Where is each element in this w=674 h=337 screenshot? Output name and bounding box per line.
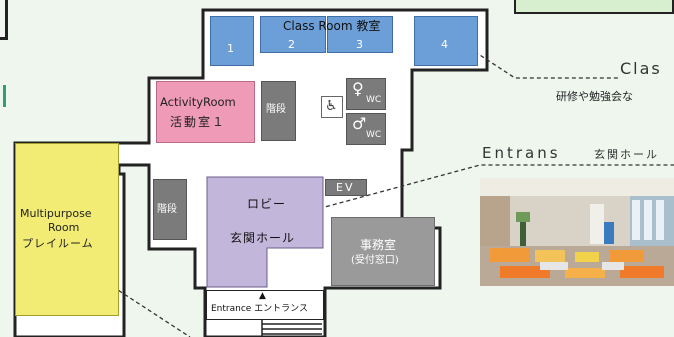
entrance-arrow-icon: ▲ bbox=[259, 291, 266, 301]
person-icon: ♀ bbox=[352, 79, 364, 98]
left-edge-line bbox=[0, 0, 8, 40]
elevator bbox=[325, 179, 367, 196]
multipurpose-label-en2: Room bbox=[48, 221, 80, 234]
lobby-photo bbox=[480, 178, 674, 286]
activity-room-ja: 活動室１ bbox=[170, 115, 227, 129]
activity-room bbox=[156, 81, 255, 143]
wheelchair-icon-box bbox=[321, 96, 343, 118]
lobby-label-1: ロビー bbox=[247, 197, 287, 211]
stairs-top-label: 階段 bbox=[266, 104, 286, 115]
multipurpose-room bbox=[15, 143, 119, 316]
stairs-top bbox=[261, 81, 296, 141]
multipurpose-label-ja: プレイルーム bbox=[22, 237, 94, 250]
wc-female bbox=[346, 78, 386, 110]
classroom-3 bbox=[327, 16, 393, 53]
classroom-title: Class Room 教室 bbox=[283, 19, 381, 33]
classroom-2 bbox=[260, 16, 326, 53]
entrance-callout-title: Entrans bbox=[482, 144, 561, 162]
office-room bbox=[331, 217, 435, 286]
office-sublabel: (受付窓口) bbox=[351, 255, 399, 266]
stairs-left-label: 階段 bbox=[157, 204, 177, 215]
classroom-1-number: 1 bbox=[227, 42, 234, 55]
classroom-4-number: 4 bbox=[441, 38, 448, 51]
wc-male-label: WC bbox=[366, 130, 382, 140]
activity-room-en: ActivityRoom bbox=[160, 95, 236, 109]
classroom-2-number: 2 bbox=[288, 38, 295, 51]
top-right-card bbox=[514, 0, 674, 14]
lobby-label-2: 玄関ホール bbox=[230, 231, 296, 245]
classroom-3-number: 3 bbox=[356, 38, 363, 51]
elevator-label: EV bbox=[336, 181, 355, 194]
wheelchair-icon: ♿ bbox=[325, 98, 338, 114]
classroom-4 bbox=[414, 16, 478, 66]
person-icon: ♂ bbox=[352, 114, 367, 133]
left-green-mark bbox=[0, 85, 6, 107]
classroom-callout-title: Clas bbox=[620, 59, 662, 78]
multipurpose-label-en1: Multipurpose bbox=[20, 207, 92, 220]
entrance-area bbox=[206, 290, 324, 320]
wc-male bbox=[346, 113, 386, 145]
entrance-callout-ja: 玄関ホール bbox=[594, 148, 659, 161]
classroom-callout-desc: 研修や勉強会な bbox=[556, 90, 633, 103]
stairs-left bbox=[153, 179, 187, 240]
wc-female-label: WC bbox=[366, 95, 382, 105]
classroom-1 bbox=[210, 16, 254, 66]
entrance-label: Entrance エントランス bbox=[211, 304, 309, 314]
lobby-leader-line bbox=[298, 164, 674, 215]
lobby-area bbox=[206, 176, 324, 288]
office-label: 事務室 bbox=[360, 238, 397, 252]
entrance-steps bbox=[261, 320, 322, 337]
